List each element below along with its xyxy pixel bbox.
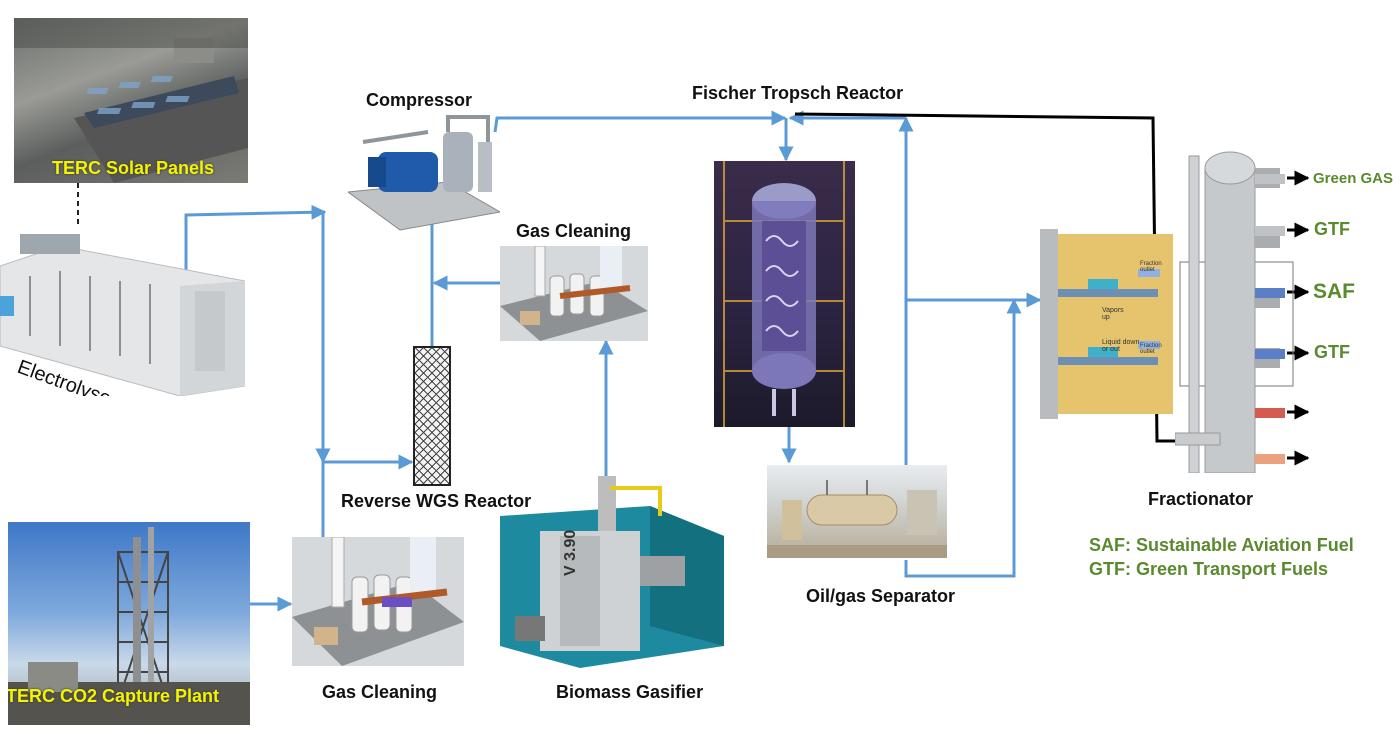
tray-fraction-outlet-1: Fraction outlet (1140, 261, 1162, 273)
tray-vapors-label: Vapors up (1102, 307, 1124, 321)
compressor-label: Compressor (366, 90, 473, 110)
co2-capture-photo: TERC CO2 Capture Plant (8, 522, 250, 725)
gas-cleaning-top-image (500, 246, 648, 341)
gas-cleaning-top-label: Gas Cleaning (516, 221, 632, 241)
biomass-gasifier-label: Biomass Gasifier (556, 682, 704, 702)
co2-capture-label: TERC CO2 Capture Plant (8, 686, 220, 706)
oil-gas-separator-label: Oil/gas Separator (806, 586, 956, 606)
reverse-wgs-reactor-image (413, 346, 451, 486)
oil-gas-separator-image (767, 465, 947, 558)
fischer-tropsch-label: Fischer Tropsch Reactor (692, 83, 904, 103)
flow-electrolyser-out (184, 204, 327, 285)
solar-panels-label: TERC Solar Panels (52, 158, 215, 178)
biomass-gasifier-image: V 3.90 (500, 476, 724, 668)
reverse-wgs-label: Reverse WGS Reactor (341, 491, 532, 511)
fischer-tropsch-reactor-image (714, 161, 855, 427)
gas-cleaning-bottom-image (292, 537, 464, 666)
flow-compressor-to-ft (493, 110, 787, 133)
fractionator-tray-image: Fraction outlet Vapors up Liquid down or… (1040, 229, 1180, 419)
legend-saf: SAF: Sustainable Aviation Fuel (1089, 535, 1354, 555)
fractionator-column-image (1175, 128, 1290, 473)
gas-cleaning-bottom-label: Gas Cleaning (322, 682, 438, 702)
legend-gtf: GTF: Green Transport Fuels (1089, 559, 1329, 579)
solar-panels-photo: TERC Solar Panels (14, 18, 248, 183)
compressor-image (348, 112, 500, 240)
product-gtf-1: GTF (1314, 219, 1350, 239)
tray-fraction-outlet-2: Fraction outlet (1140, 343, 1162, 355)
product-green-gas: Green GAS (1313, 170, 1394, 187)
fractionator-label: Fractionator (1148, 489, 1254, 509)
flow-to-fractionator-2 (904, 298, 1022, 578)
electrolyser-image: Electrolyser (0, 226, 245, 396)
product-saf: SAF (1313, 280, 1355, 303)
product-gtf-2: GTF (1314, 342, 1350, 362)
tray-liquid-label: Liquid down or out (1102, 339, 1140, 353)
